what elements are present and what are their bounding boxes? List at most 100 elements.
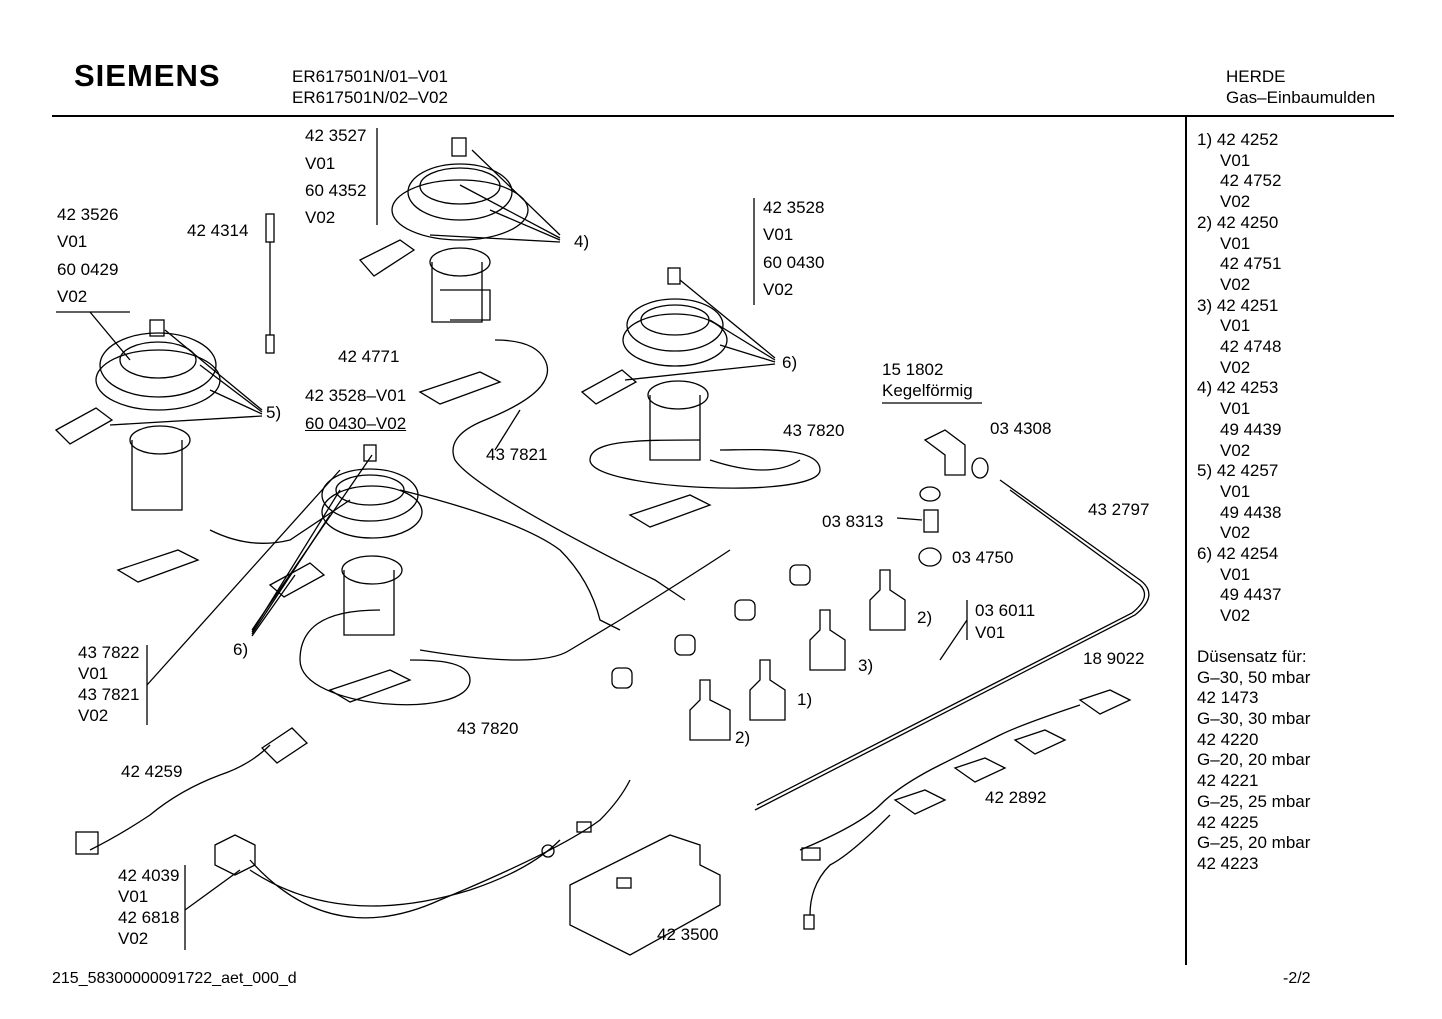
callout-ref-3: 3) [858,656,874,675]
nozzle-line: Düsensatz für: [1197,646,1307,666]
model-number-1: ER617501N/01–V01 [292,67,448,86]
callout-v01: V01 [118,887,149,906]
category-title: HERDE [1226,67,1286,86]
legend-line: 1) 42 4252 [1197,130,1279,149]
callout-v02: V02 [118,929,149,948]
gas-valves [611,564,906,741]
callout-v01: V01 [78,664,109,683]
model-number-2: ER617501N/02–V02 [292,88,448,107]
callout-kegelformig: Kegelförmig [882,381,973,400]
nozzle-line: G–20, 20 mbar [1197,750,1311,770]
callout-437822: 43 7822 [78,643,140,662]
legend-line: V02 [1220,606,1251,626]
legend-line: 2) 42 4250 [1197,212,1279,232]
callout-034750: 03 4750 [952,548,1014,567]
parts-legend: 1) 42 4252 V01 42 4752 V02 2) 42 4250 V0… [1197,130,1310,875]
ignition-wiring [799,689,1132,930]
legend-line: 42 4748 [1220,337,1282,357]
callout-600430-v02: 60 0430–V02 [305,414,407,433]
callout-432797: 43 2797 [1088,500,1150,519]
callout-604352: 60 4352 [305,181,367,200]
callout-423528: 42 3528 [763,198,825,217]
legend-line: 42 4752 [1220,171,1282,191]
burner-assembly-6-right [580,267,821,489]
ignition-module [214,779,721,956]
legend-line: 49 4437 [1220,585,1282,605]
burner-assembly-6-center [251,444,471,706]
callout-ref-2: 2) [735,728,751,747]
nozzle-line: G–25, 20 mbar [1197,833,1311,853]
callout-ref-1: 1) [797,690,813,709]
callout-ref-6: 6) [782,353,798,372]
callout-036011: 03 6011 [975,601,1036,620]
callout-ref-4: 4) [574,232,590,251]
callout-422892: 42 2892 [985,788,1047,807]
legend-line: V02 [1220,440,1251,460]
callout-v01: V01 [305,154,336,173]
legend-line: V02 [1220,192,1251,212]
nozzle-line: 42 4220 [1197,729,1259,749]
thermocouple [265,213,275,354]
nozzle-line: 42 4221 [1197,771,1259,791]
nozzle-line: 42 4225 [1197,812,1259,832]
callout-189022: 18 9022 [1083,649,1145,668]
callout-423500: 42 3500 [657,925,719,944]
callout-034308: 03 4308 [990,419,1052,438]
callout-ref-6: 6) [233,640,249,659]
callout-v02: V02 [305,208,336,227]
callout-437820: 43 7820 [783,421,845,440]
legend-spacer [1197,627,1310,647]
legend-line: 49 4439 [1220,419,1282,439]
legend-line: 42 4751 [1220,254,1282,274]
callout-ref-2: 2) [917,608,933,627]
legend-line: 6) 42 4254 [1197,544,1279,564]
burner-assembly-5 [54,319,263,511]
nozzle-line: 42 1473 [1197,688,1259,708]
callout-424039: 42 4039 [118,866,180,885]
callout-600429: 60 0429 [57,260,119,279]
callout-424771: 42 4771 [338,347,400,366]
subcategory-title: Gas–Einbaumulden [1226,88,1376,107]
callout-v02: V02 [763,280,794,299]
legend-line: V01 [1220,316,1251,336]
page-number: -2/2 [1283,970,1311,987]
callout-437821: 43 7821 [78,685,140,704]
callout-v01: V01 [57,232,88,251]
callout-151802: 15 1802 [882,360,944,379]
legend-line: V01 [1220,233,1251,253]
legend-line: 4) 42 4253 [1197,378,1279,398]
burner-assembly-4 [358,137,561,323]
legend-line: 49 4438 [1220,502,1282,522]
legend-line: V01 [1220,564,1251,584]
callout-v02: V02 [57,287,88,306]
callout-423526: 42 3526 [57,205,119,224]
callout-424314: 42 4314 [187,221,249,240]
nozzle-line: G–30, 50 mbar [1197,667,1311,687]
nozzle-line: G–25, 25 mbar [1197,791,1311,811]
callout-v01: V01 [975,623,1006,642]
callout-v02: V02 [78,706,109,725]
legend-line: 5) 42 4257 [1197,461,1279,481]
callout-leaders [56,128,982,950]
legend-line: V02 [1220,274,1251,294]
gas-pipes [209,339,1150,811]
legend-line: V01 [1220,481,1251,501]
legend-line: V01 [1220,150,1251,170]
callout-ref-5: 5) [266,403,282,422]
legend-line: V01 [1220,399,1251,419]
callout-437821: 43 7821 [486,445,548,464]
callout-426818: 42 6818 [118,908,180,927]
callout-424259: 42 4259 [121,762,183,781]
nozzle-line: 42 4223 [1197,853,1259,873]
mounting-brackets [116,371,712,703]
callout-600430: 60 0430 [763,253,825,272]
callout-437820: 43 7820 [457,719,519,738]
legend-line: 3) 42 4251 [1197,295,1279,315]
callout-423528-v01: 42 3528–V01 [305,386,407,405]
callout-038313: 03 8313 [822,512,884,531]
callout-423527: 42 3527 [305,126,367,145]
power-cord [75,727,309,855]
legend-line: V02 [1220,523,1251,543]
brand-logo: SIEMENS [74,58,221,93]
